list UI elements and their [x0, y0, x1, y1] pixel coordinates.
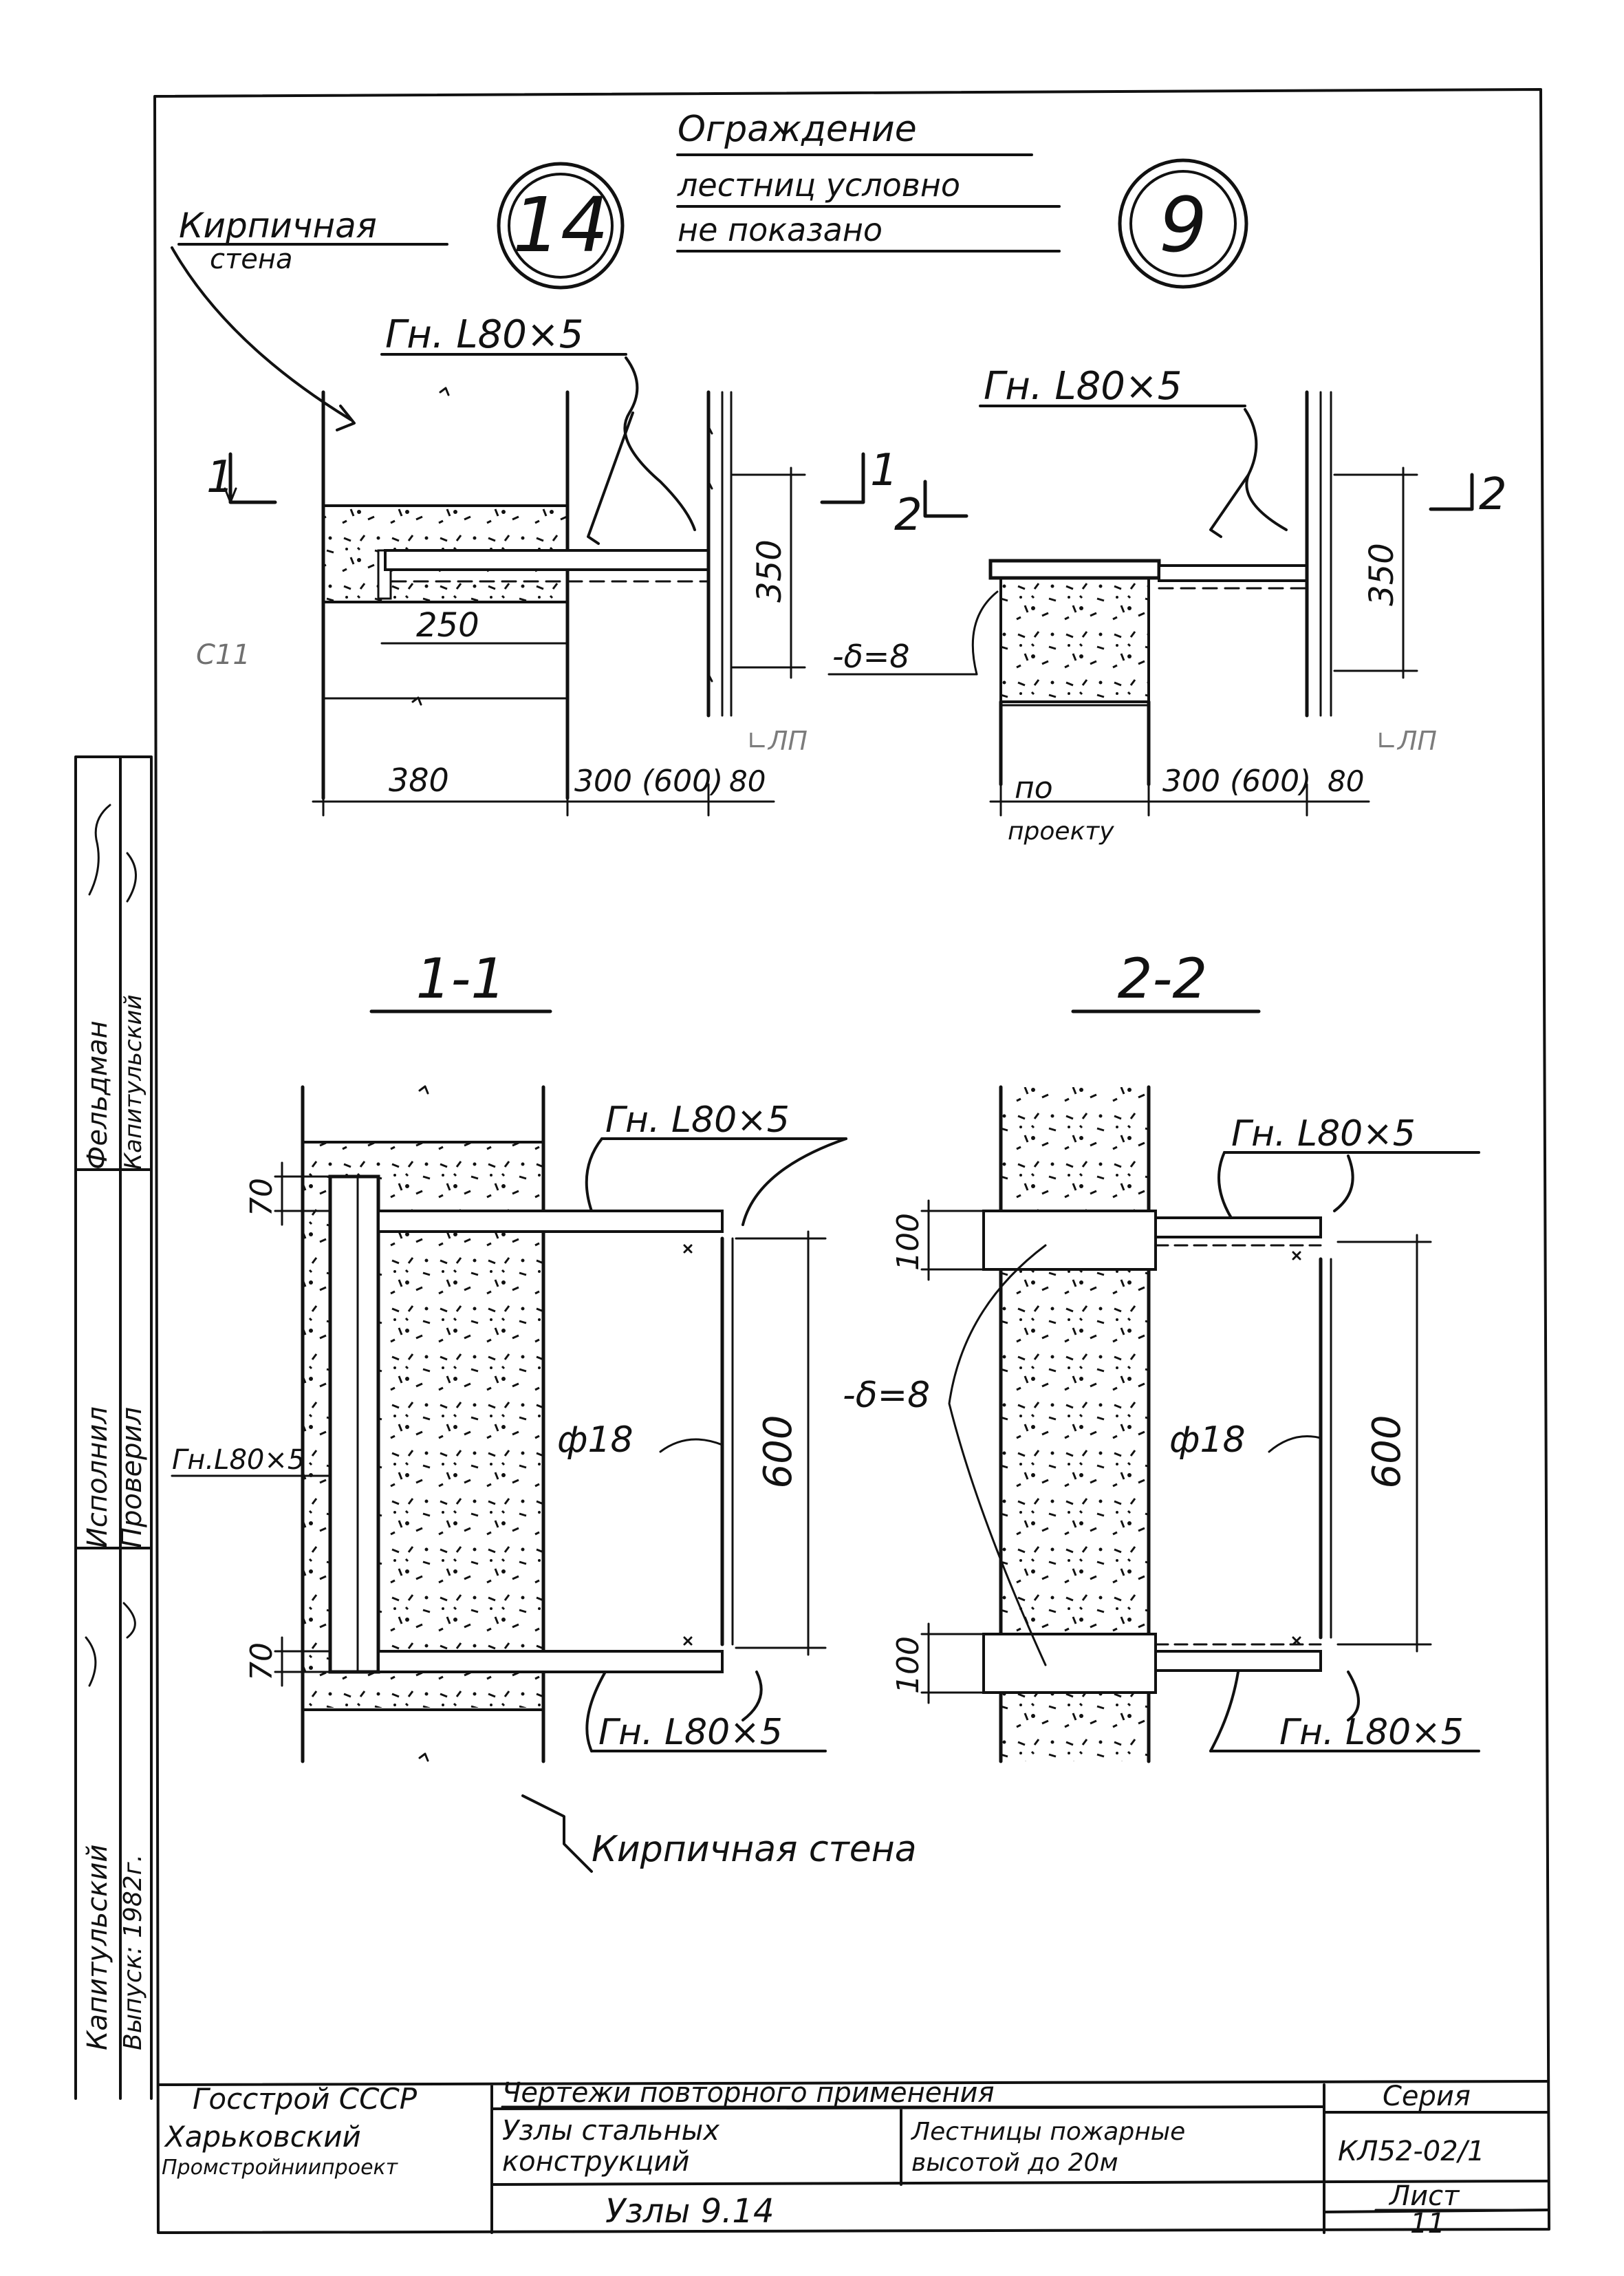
plate-bottom-2-2 [982, 1633, 1157, 1694]
sheet-title: Узлы 9.14 [605, 2192, 774, 2231]
brick-wall-label-line2: стена [210, 244, 293, 275]
angle-label-2-2-bottom: Гн. L80×5 [1279, 1712, 1464, 1753]
angle-bar-14 [384, 549, 710, 571]
dim-80-9: 80 [1328, 764, 1364, 798]
rod-label-1-1: ф18 [557, 1419, 634, 1461]
cut-2-right: 2 [1479, 469, 1507, 520]
angle-bar-9 [1158, 564, 1308, 582]
dim-80-14: 80 [729, 764, 766, 798]
dim-600-1-1: 600 [756, 1415, 801, 1489]
subject-line1: Узлы стальных [502, 2115, 719, 2147]
sheet-label: Лист [1388, 2180, 1460, 2212]
object-line2: высотой до 20м [911, 2149, 1118, 2177]
dim-100-top: 100 [891, 1213, 926, 1271]
section-title-2-2: 2-2 [1118, 947, 1208, 1011]
org-line2: Харьковский [164, 2120, 361, 2154]
angle-label-1-1-top: Гн. L80×5 [605, 1099, 790, 1141]
dim-70-bottom: 70 [244, 1642, 279, 1681]
angle-top-2-2 [1154, 1216, 1322, 1238]
cut-1-right: 1 [870, 445, 898, 496]
object-line1: Лестницы пожарные [910, 2118, 1185, 2146]
stamp-role-2: Проверил [116, 1407, 148, 1548]
node-9-plan: Гн. L80×5 350 -δ=8 по проекту 300 (600) [827, 364, 1507, 846]
angle-top-1-1 [377, 1210, 724, 1233]
brick-wall-label-bottom: Кирпичная стена [592, 1829, 917, 1870]
sheet-number: 11 [1410, 2208, 1445, 2240]
angle-bottom-2-2 [1154, 1650, 1322, 1672]
sheet-frame [153, 88, 1550, 2234]
plate-label-9: -δ=8 [832, 638, 910, 675]
node-label-9: 9 [1159, 181, 1207, 269]
rod-label-2-2: ф18 [1169, 1419, 1246, 1461]
stamp-role-3: Капитульский [82, 1845, 113, 2050]
leader-angle-14 [623, 356, 696, 531]
lp-mark-9: ∟ЛП [1376, 726, 1437, 756]
dim-300-600-14: 300 (600) [574, 764, 723, 799]
po-proektu-line2: проекту [1008, 817, 1114, 846]
plate-top-2-2 [982, 1210, 1157, 1271]
subject-line2: конструкций [502, 2146, 690, 2178]
side-stamp: Исполнил Проверил Фельдман Капитульский … [74, 755, 153, 2100]
leader-angle-9 [1244, 408, 1288, 531]
lp-mark-14: ∟ЛП [746, 726, 808, 756]
angle-bottom-1-1 [377, 1650, 724, 1673]
dim-600-2-2: 600 [1365, 1415, 1409, 1489]
note-line1: Ограждение [678, 109, 917, 150]
leader-brick-wall-bottom [521, 1794, 593, 1873]
title-block: Госстрой СССР Харьковский Промстройниипр… [157, 2077, 1549, 2240]
cut-2-left: 2 [894, 490, 922, 541]
node-14-plan: Гн. L80×5 350 250 380 300 (60 [196, 312, 898, 817]
dim-300-600-9: 300 (600) [1162, 764, 1311, 799]
stamp-name-2: Капитульский [120, 995, 147, 1170]
header-area: Кирпичная стена 14 Ограждение лестниц ус… [171, 109, 1248, 431]
angle-label-14: Гн. L80×5 [385, 312, 583, 357]
org-line1: Госстрой СССР [193, 2082, 418, 2116]
dim-350-14: 350 [750, 539, 789, 603]
stamp-year: Выпуск: 1982г. [119, 1854, 147, 2050]
dim-380: 380 [389, 762, 449, 799]
node-bubble-9 [1118, 158, 1248, 289]
series-label: Серия [1383, 2081, 1471, 2112]
dim-250: 250 [416, 606, 479, 645]
section-title-1-1: 1-1 [416, 947, 506, 1011]
brick-wall-label-line1: Кирпичная [179, 206, 377, 246]
org-line3: Промстройниипроект [162, 2156, 399, 2180]
angle-vertical-1-1 [328, 1174, 380, 1674]
dim-100-bottom: 100 [891, 1636, 926, 1694]
mark-c11: С11 [196, 639, 250, 671]
section-2-2: 600 100 100 Гн. L80×5 -δ=8 ф18 Гн. L80×5 [843, 1085, 1480, 1763]
title-header: Чертежи повторного применения [502, 2077, 995, 2109]
node-bubble-14 [497, 162, 625, 290]
stamp-name-1: Фельдман [82, 1020, 113, 1170]
stamp-role-1: Исполнил [82, 1406, 113, 1548]
angle-label-9: Гн. L80×5 [984, 364, 1182, 409]
note-line2: лестниц условно [677, 167, 960, 204]
dim-350-9: 350 [1363, 543, 1401, 606]
leader-brick-wall [171, 246, 352, 421]
dim-70-top: 70 [244, 1178, 279, 1216]
node-label-14: 14 [512, 181, 609, 269]
angle-label-2-2-top: Гн. L80×5 [1231, 1113, 1416, 1155]
po-proektu-line1: по [1015, 771, 1053, 806]
concrete-column-9 [999, 577, 1150, 703]
section-1-1: 600 70 70 Гн. L80×5 Гн.L80×5 ф18 Гн. L80… [171, 1085, 917, 1873]
angle-label-1-1-bottom: Гн. L80×5 [598, 1712, 783, 1753]
note-line3: не показано [678, 211, 883, 248]
section-titles: 1-1 2-2 [369, 947, 1261, 1013]
angle-label-side: Гн.L80×5 [172, 1444, 305, 1476]
series-value: КЛ52-02/1 [1338, 2136, 1485, 2167]
plate-label-2-2: -δ=8 [843, 1375, 930, 1416]
